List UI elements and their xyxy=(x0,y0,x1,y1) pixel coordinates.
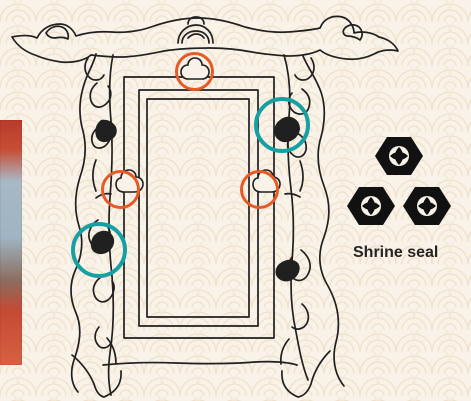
marker-lower-left-ring xyxy=(71,222,127,278)
marker-right-ring xyxy=(240,170,279,209)
seal-label: Shrine seal xyxy=(353,245,463,261)
marker-left-ring xyxy=(101,170,140,209)
hexagon-crest-icon xyxy=(339,137,463,243)
marker-upper-right-ring xyxy=(254,97,310,153)
marker-top-ring xyxy=(175,52,214,91)
